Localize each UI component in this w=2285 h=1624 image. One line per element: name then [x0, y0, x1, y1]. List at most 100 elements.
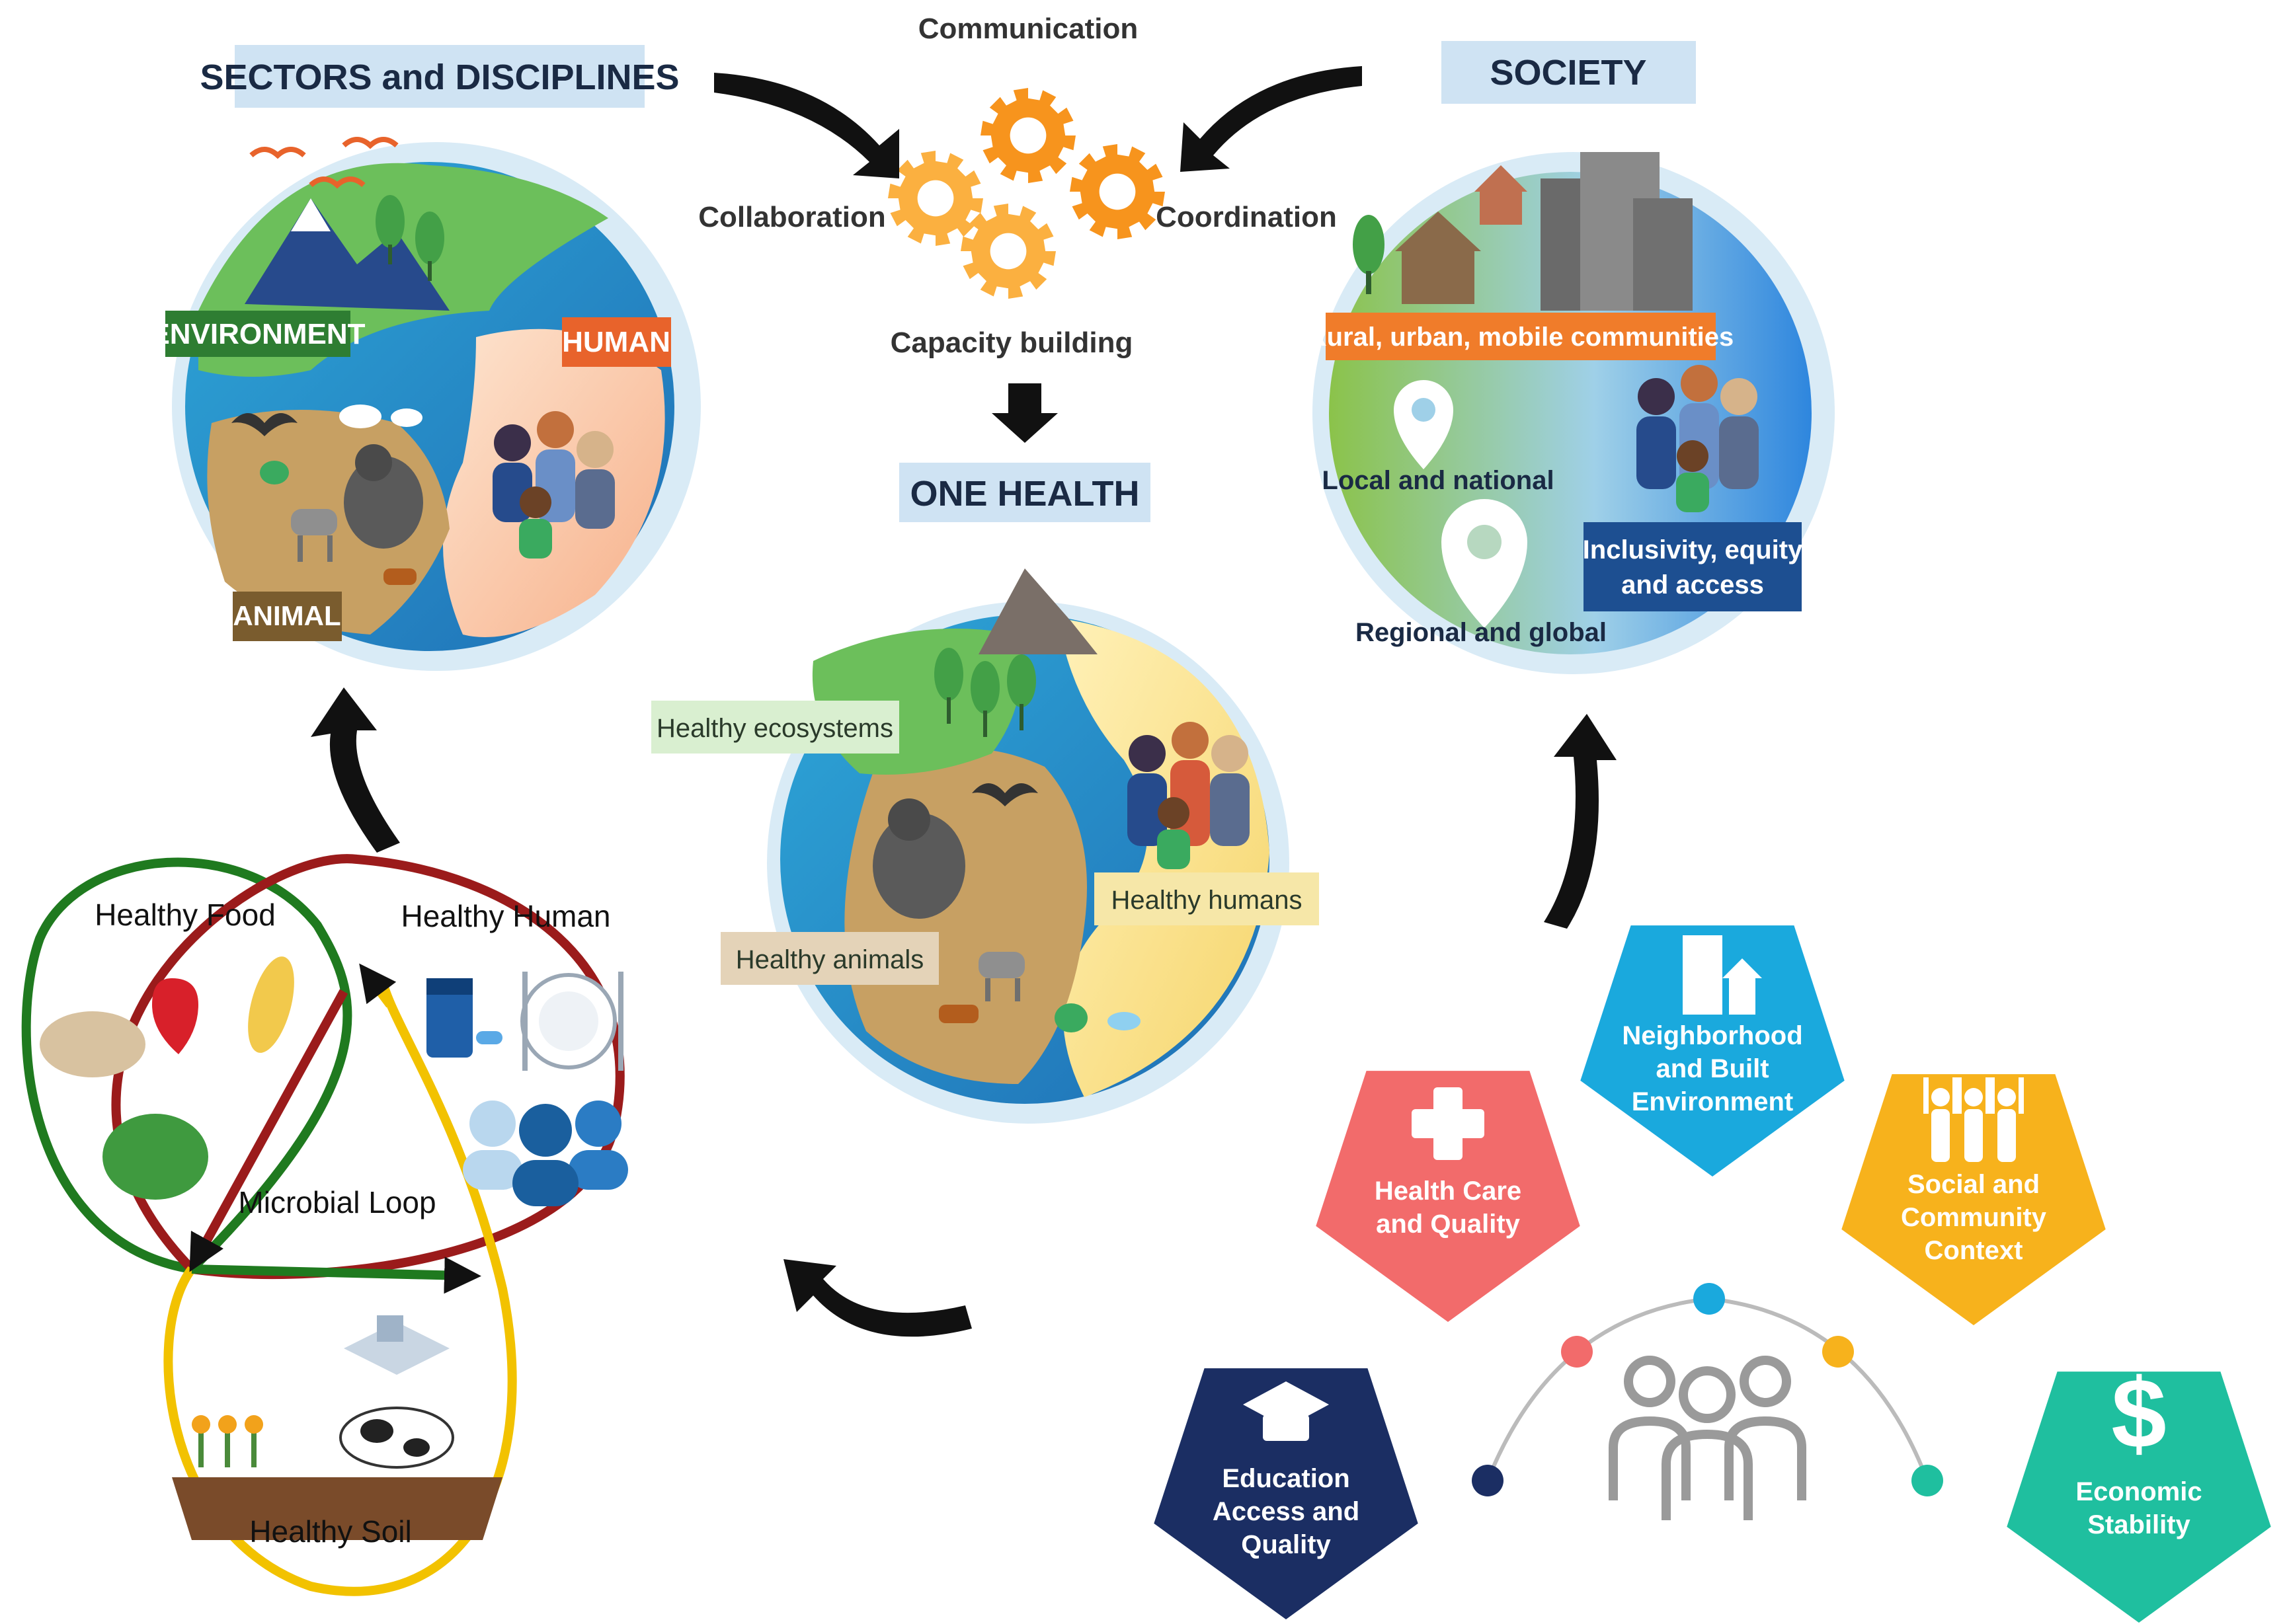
location-pin-large-icon	[1441, 499, 1527, 628]
arrow-society-to-gears	[1180, 66, 1362, 172]
rural-label-box	[1326, 313, 1716, 360]
gears-icon	[888, 88, 1165, 299]
communication-label: Communication	[918, 13, 1138, 45]
gear-cluster: Communication Collaboration Coordination…	[698, 13, 1337, 359]
one-health-panel: ONE HEALTH Healthy ecosystems Healthy hu…	[651, 463, 1319, 1124]
gear-icon	[888, 151, 983, 246]
arrow-loop-to-sectors	[311, 687, 400, 853]
people-group-icon	[1636, 365, 1759, 512]
society-panel: Rural, urban, mobile communities Local a…	[1308, 41, 1835, 674]
crops-icon	[192, 1415, 263, 1467]
society-title-box	[1441, 41, 1696, 104]
microbial-loop-panel: Healthy Food Healthy Human Microbial Loo…	[21, 854, 628, 1596]
lettuce-icon	[102, 1114, 208, 1200]
determinant-label: Education	[1222, 1464, 1349, 1493]
determinant-label: Context	[1925, 1236, 2023, 1265]
healthy-soil-label: Healthy Soil	[249, 1514, 411, 1549]
healthy-food-label: Healthy Food	[95, 898, 276, 932]
soil-layer	[172, 1477, 502, 1540]
inclusivity-label-line-1: Inclusivity, equity	[1583, 535, 1803, 564]
microbial-loop-label: Microbial Loop	[238, 1185, 436, 1219]
society-title: SOCIETY	[1490, 53, 1646, 93]
arrow-sectors-to-gears	[714, 73, 899, 178]
bat-icon	[231, 413, 298, 436]
determinant-label: Access and	[1213, 1497, 1359, 1526]
determinant-label: and Built	[1656, 1054, 1769, 1083]
animals-label: Healthy animals	[736, 945, 924, 974]
community-people-icon	[1609, 1356, 1806, 1520]
people-icon	[463, 1101, 628, 1206]
gorilla-icon	[344, 444, 423, 549]
determinant-label: Stability	[2087, 1510, 2190, 1539]
local-label: Local and national	[1322, 466, 1554, 495]
trees-icon	[376, 195, 444, 281]
animals-label-box	[721, 932, 939, 985]
animals-region	[844, 748, 1087, 1084]
sectors-title: SECTORS and DISCIPLINES	[200, 58, 679, 97]
environment-label: ENVIRONMENT	[150, 318, 365, 350]
gear-icon	[1070, 144, 1165, 239]
goat-icon	[291, 509, 337, 562]
food-arrow	[191, 1257, 481, 1294]
determinant-label: Social and	[1907, 1170, 2040, 1199]
arrow-determinants-to-society	[1544, 714, 1617, 929]
arc-dot	[1561, 1336, 1593, 1368]
fish-icon	[1107, 1012, 1141, 1030]
coordination-label: Coordination	[1156, 201, 1337, 233]
trees-icon	[934, 648, 1036, 737]
people-group-icon	[1127, 722, 1250, 869]
graduation-cap-icon	[1243, 1381, 1329, 1441]
dog-icon	[939, 1005, 979, 1023]
grain-pile-icon	[40, 1011, 145, 1077]
environment-label-box	[165, 311, 350, 357]
snowcap-icon	[291, 198, 331, 231]
rural-label: Rural, urban, mobile communities	[1308, 323, 1734, 352]
chicken-icon	[1055, 1003, 1088, 1032]
ecosystems-label: Healthy ecosystems	[657, 714, 893, 743]
healthy-human-label: Healthy Human	[401, 899, 610, 933]
healthy-human-loop	[111, 854, 625, 1280]
determinant-label: Economic	[2075, 1477, 2202, 1506]
chicken-icon	[260, 461, 289, 484]
determinant-label: Neighborhood	[1622, 1021, 1802, 1050]
medicine-icon	[426, 978, 502, 1058]
people-raising-hands-icon	[1923, 1077, 2024, 1162]
collaboration-label: Collaboration	[698, 201, 886, 233]
cow-icon	[339, 1407, 454, 1469]
fish-icon	[339, 405, 422, 428]
inclusivity-label-box	[1583, 522, 1802, 611]
regional-label: Regional and global	[1355, 618, 1607, 647]
houses-icon	[1395, 165, 1527, 304]
bat-icon	[972, 783, 1038, 806]
animal-label: ANIMAL	[233, 600, 341, 631]
human-arrow	[189, 989, 348, 1272]
one-health-title-box	[899, 463, 1150, 522]
mountain-icon	[979, 568, 1098, 654]
medical-cross-icon	[1412, 1087, 1484, 1160]
strawberry-icon	[152, 978, 198, 1054]
people-group-icon	[493, 411, 615, 559]
human-label-box	[562, 317, 671, 367]
arrow-determinants-to-one-health	[783, 1259, 972, 1337]
tree-icon	[1353, 215, 1384, 294]
gear-icon	[961, 204, 1056, 299]
people-arc	[1486, 1296, 1929, 1482]
dog-icon	[383, 568, 417, 585]
determinant-label: Quality	[1241, 1530, 1331, 1559]
corn-icon	[248, 956, 294, 1053]
arc-dot	[1472, 1465, 1503, 1496]
inclusivity-label-line-2: and access	[1621, 570, 1764, 599]
animal-label-box	[233, 592, 342, 641]
svg-text:$: $	[2111, 1358, 2166, 1469]
birds-icon	[249, 137, 399, 189]
humans-label: Healthy humans	[1111, 886, 1302, 915]
arc-dot	[1693, 1283, 1725, 1315]
determinant-label: Environment	[1632, 1087, 1793, 1116]
arc-dots	[1472, 1283, 1943, 1496]
capacity-building-label: Capacity building	[891, 327, 1133, 359]
buildings-icon	[1683, 935, 1762, 1015]
